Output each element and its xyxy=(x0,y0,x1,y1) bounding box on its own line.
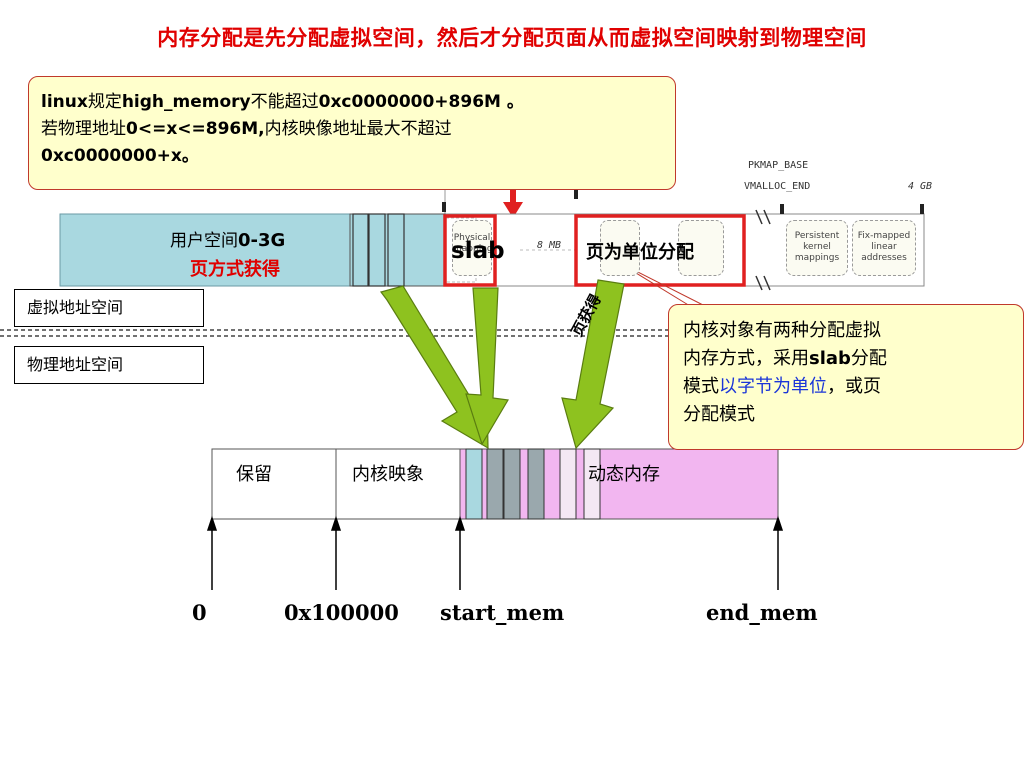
phys-block xyxy=(503,448,521,520)
user-space-label: 用户空间0-3G xyxy=(170,230,286,251)
axis-label-0x100000: 0x100000 xyxy=(284,600,399,625)
segment-block xyxy=(352,213,369,287)
pkmap-base-label: PKMAP_BASE xyxy=(748,160,809,171)
four-gb-label: 4 GB xyxy=(908,181,933,192)
user-space-region xyxy=(59,213,351,287)
slab-highlight xyxy=(443,214,497,287)
kernel-image-label: 内核映象 xyxy=(352,464,424,485)
dynamic-memory-label: 动态内存 xyxy=(588,464,660,485)
physical-address-space-label: 物理地址空间 xyxy=(14,346,204,384)
phys-block xyxy=(486,448,504,520)
fixmapped-box: Fix-mapped linear addresses xyxy=(852,220,916,276)
slab-callout: 内核对象有两种分配虚拟 内存方式，采用slab分配 模式以字节为单位，或页 分配… xyxy=(668,304,1024,450)
virtual-address-space-label: 虚拟地址空间 xyxy=(14,289,204,327)
green-arrow-3 xyxy=(561,279,625,450)
vmalloc-end-label: VMALLOC_END xyxy=(744,181,811,192)
persistent-kernel-box: Persistent kernel mappings xyxy=(786,220,848,276)
phys-block xyxy=(559,448,577,520)
axis-label-end-mem: end_mem xyxy=(706,600,818,625)
page-obtain-label: 页方式获得 xyxy=(190,259,280,280)
axis-label-zero: 0 xyxy=(192,600,207,625)
inner-box-a xyxy=(600,220,640,276)
inner-box-b xyxy=(678,220,724,276)
phys-block xyxy=(583,448,601,520)
page-alloc-highlight xyxy=(574,214,746,287)
green-arrow-2 xyxy=(465,287,509,446)
segment-block xyxy=(387,213,405,287)
green-arrow-1 xyxy=(379,285,489,450)
eight-mb-label: 8 MB xyxy=(537,240,562,251)
slab-label: slab xyxy=(451,238,505,264)
red-arrow-head xyxy=(503,202,523,218)
phys-block xyxy=(465,448,483,520)
physical-mapping-box: Physical mapping xyxy=(452,220,493,276)
phys-block xyxy=(527,448,545,520)
page-unit-label: 页为单位分配 xyxy=(586,242,694,263)
reserved-label: 保留 xyxy=(236,464,272,485)
page-title: 内存分配是先分配虚拟空间，然后才分配页面从而虚拟空间映射到物理空间 xyxy=(157,26,867,50)
segment-block xyxy=(368,213,386,287)
axis-label-start-mem: start_mem xyxy=(440,600,565,625)
axis-arrows xyxy=(206,515,784,590)
high-memory-callout: linux规定high_memory不能超过0xc0000000+896M 。 … xyxy=(28,76,676,190)
